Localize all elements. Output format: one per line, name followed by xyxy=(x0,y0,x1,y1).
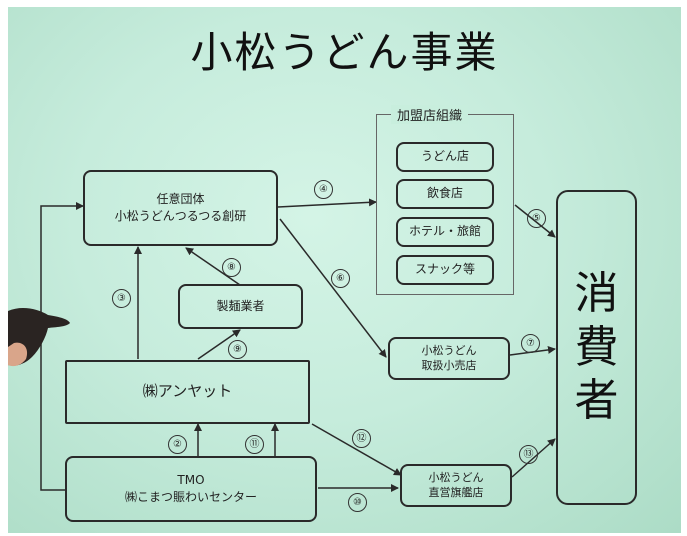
arrow-4 xyxy=(277,198,377,208)
consumer-box: 消 費 者 xyxy=(556,190,637,505)
consumer-char-3: 者 xyxy=(574,375,619,427)
nini-dantai-box: 任意団体 小松うどんつるつる創研 xyxy=(83,170,278,246)
kameiten-item-inshoku: 飲食店 xyxy=(396,179,494,209)
step-number-5: ⑤ xyxy=(527,209,546,228)
toriatsukai-line2: 取扱小売店 xyxy=(421,358,477,372)
seimen-label: 製麺業者 xyxy=(216,298,265,313)
kameiten-item-label: スナック等 xyxy=(414,262,475,277)
kameiten-title: 加盟店組織 xyxy=(391,105,469,124)
step-number-2: ② xyxy=(168,435,187,454)
anyatto-box: ㈱アンヤット xyxy=(65,360,310,424)
arrow-12 xyxy=(311,423,402,476)
chokuei-line2: 直営旗艦店 xyxy=(428,485,484,499)
arrow-8 xyxy=(185,247,241,286)
step-number-8: ⑧ xyxy=(222,258,241,277)
step-number-13: ⑬ xyxy=(519,445,538,464)
kameiten-item-label: 飲食店 xyxy=(426,186,463,201)
tmo-line2: ㈱こまつ賑わいセンター xyxy=(124,490,257,504)
step-number-12: ⑫ xyxy=(352,429,371,448)
chokuei-box: 小松うどん 直営旗艦店 xyxy=(400,464,512,507)
kameiten-item-label: ホテル・旅館 xyxy=(408,224,481,239)
kameiten-item-snack: スナック等 xyxy=(396,255,494,285)
seimen-box: 製麺業者 xyxy=(178,284,303,329)
chokuei-line1: 小松うどん xyxy=(428,471,484,485)
nini-dantai-line1: 任意団体 xyxy=(156,191,205,206)
step-number-9: ⑨ xyxy=(228,340,247,359)
kameiten-item-hotel: ホテル・旅館 xyxy=(396,217,494,247)
arrow-6 xyxy=(279,218,387,358)
step-number-3: ③ xyxy=(112,289,131,308)
arrow-9 xyxy=(197,329,241,360)
toriatsukai-line1: 小松うどん xyxy=(421,344,477,358)
kameiten-item-udon: うどん店 xyxy=(396,142,494,172)
nini-dantai-line2: 小松うどんつるつる創研 xyxy=(114,209,247,223)
step-number-7: ⑦ xyxy=(521,334,540,353)
tmo-box: TMO ㈱こまつ賑わいセンター xyxy=(65,456,317,522)
arrow-tmo-to-nini xyxy=(40,202,84,491)
step-number-4: ④ xyxy=(314,180,333,199)
anyatto-label: ㈱アンヤット xyxy=(142,382,233,401)
tmo-line1: TMO xyxy=(177,472,205,487)
diagram-title: 小松うどん事業 xyxy=(190,28,499,77)
step-number-11: ⑪ xyxy=(245,435,264,454)
presenter-hand-image xyxy=(8,308,70,367)
consumer-char-2: 費 xyxy=(574,321,619,373)
kameiten-item-label: うどん店 xyxy=(420,149,469,164)
step-number-10: ⑩ xyxy=(348,493,367,512)
toriatsukai-box: 小松うどん 取扱小売店 xyxy=(388,337,510,380)
consumer-char-1: 消 xyxy=(574,267,619,319)
step-number-6: ⑥ xyxy=(331,269,350,288)
projection-screen: 小松うどん事業 xyxy=(8,7,681,533)
